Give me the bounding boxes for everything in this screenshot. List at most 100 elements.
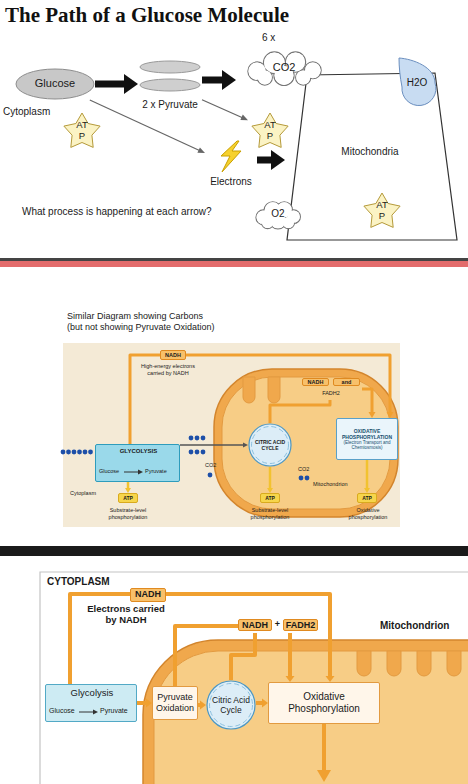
process-box: ATP bbox=[357, 493, 377, 503]
node-text: Citric Acid Cycle bbox=[209, 695, 253, 715]
process-box: GlycolysisGlucose Pyruvate bbox=[45, 684, 137, 722]
node-text: CITRIC ACID CYCLE bbox=[253, 439, 287, 451]
process-box: ATP bbox=[118, 493, 138, 503]
node-text: Pyruvate bbox=[100, 707, 136, 715]
node-text: NADH bbox=[238, 619, 272, 631]
node-text: Mitochondria bbox=[325, 146, 415, 158]
arrowhead bbox=[124, 74, 138, 94]
label: Similar Diagram showing Carbons (but not… bbox=[67, 311, 219, 333]
node-text: and bbox=[333, 378, 360, 386]
pyruvate-group: 2 x Pyruvate bbox=[138, 58, 202, 113]
node-text: Glycolysis bbox=[46, 688, 138, 699]
connector bbox=[257, 150, 285, 170]
process-box: Oxidative Phosphorylation bbox=[268, 682, 380, 724]
mitochondrion-outline: MitochondrionPyruvate Oxidation Citric Ac… bbox=[142, 618, 468, 784]
label: High-energy electrons carried by NADH bbox=[136, 363, 200, 376]
gas-cloud: O2 bbox=[252, 197, 304, 231]
connector-line bbox=[137, 701, 147, 705]
node-text: O2 bbox=[252, 208, 304, 220]
connector-line bbox=[202, 77, 223, 84]
node-text: OXIDATIVE PHOSPHORYLATION bbox=[338, 428, 396, 440]
node-text: 2 x Pyruvate bbox=[142, 99, 198, 111]
node-text: AT P bbox=[263, 119, 277, 142]
label: What process is happening at each arrow? bbox=[22, 206, 242, 218]
label: Cytoplasm bbox=[70, 490, 104, 497]
label: Substrate-level phosphorylation bbox=[98, 507, 158, 520]
node-text: (Electron Transport and Chemiosmosis) bbox=[338, 440, 396, 451]
process-box: OXIDATIVE PHOSPHORYLATION(Electron Trans… bbox=[336, 418, 398, 460]
connector bbox=[125, 482, 131, 493]
node-text: FADH2 bbox=[300, 390, 362, 396]
node-text: NADH bbox=[135, 589, 161, 600]
title: The Path of a Glucose Molecule bbox=[5, 3, 289, 28]
node-text: Glucose bbox=[99, 468, 125, 474]
glucose-ellipse: Glucose bbox=[15, 68, 95, 100]
cycle-circle: CITRIC ACID CYCLE bbox=[248, 423, 292, 467]
carrier-tags: NADH andFADH2 bbox=[300, 378, 362, 400]
separator bbox=[0, 546, 468, 556]
node-text: NADH bbox=[165, 352, 181, 359]
connector-line bbox=[95, 81, 125, 88]
connector-line bbox=[90, 100, 200, 151]
cycle-circle: Citric Acid Cycle bbox=[206, 680, 256, 730]
node-text: Oxidative Phosphorylation bbox=[270, 691, 378, 715]
process-box: ATP bbox=[260, 493, 280, 503]
node-text: + bbox=[273, 619, 282, 629]
node-text: GLYCOLYSIS bbox=[96, 448, 181, 455]
connector bbox=[95, 74, 138, 94]
arrowhead bbox=[222, 70, 236, 90]
label: Substrate-level phosphorylation bbox=[240, 507, 300, 520]
arrowhead bbox=[271, 150, 285, 170]
connector-line bbox=[366, 460, 369, 489]
node-text: ATP bbox=[123, 495, 133, 501]
label: CO2 bbox=[205, 462, 225, 469]
separator bbox=[0, 258, 468, 261]
node-text: Pyruvate Oxidation bbox=[154, 692, 196, 714]
node-text: Mitochondrion bbox=[380, 620, 466, 632]
gas-cloud-shape bbox=[236, 30, 332, 88]
arrowhead bbox=[240, 115, 248, 121]
panel-ground bbox=[63, 343, 400, 527]
gas-cloud: 6 x CO2 bbox=[236, 30, 332, 88]
node-text: ATP bbox=[265, 495, 275, 501]
node-text: NADH bbox=[302, 378, 329, 386]
connector-line bbox=[257, 157, 272, 164]
connector-line bbox=[202, 100, 243, 118]
connector-line bbox=[269, 467, 272, 489]
atp-star: AT P bbox=[248, 110, 292, 150]
node-text: AT P bbox=[375, 199, 389, 222]
node-text: Glucose bbox=[35, 77, 75, 90]
process-box: Pyruvate Oxidation bbox=[152, 686, 198, 720]
connector-line bbox=[127, 482, 130, 489]
node-text: H2O bbox=[397, 77, 437, 89]
node-text: Glucose bbox=[49, 707, 79, 715]
water-drop: H2O bbox=[395, 55, 439, 103]
label: Cytoplasm bbox=[3, 106, 63, 118]
arrowhead bbox=[197, 147, 205, 153]
process-box: NADH bbox=[160, 350, 186, 360]
label: Oxidative phosphorylation bbox=[342, 507, 394, 520]
connector-line bbox=[256, 701, 263, 705]
node-text: Pyruvate bbox=[145, 468, 179, 474]
node-text: 6 x bbox=[262, 32, 292, 44]
carrier-tags: NADH+FADH2 bbox=[238, 619, 318, 633]
label: CYTOPLASM bbox=[47, 576, 137, 588]
process-box: GLYCOLYSIS Glucose Pyruvate bbox=[95, 444, 180, 482]
node-text: Electrons bbox=[210, 176, 252, 188]
node-text: Mitochondrion bbox=[313, 481, 363, 487]
connector bbox=[202, 100, 248, 121]
node-text: CO2 bbox=[236, 61, 332, 74]
node-text: AT P bbox=[75, 119, 89, 142]
electron-bolt: Electrons bbox=[205, 140, 257, 190]
separator bbox=[0, 261, 468, 267]
atp-star: AT P bbox=[360, 190, 404, 230]
connector bbox=[90, 100, 205, 153]
atp-star: AT P bbox=[60, 110, 104, 150]
process-box: NADH bbox=[130, 588, 166, 602]
connector bbox=[202, 70, 236, 90]
label: Electrons carried by NADH bbox=[86, 603, 166, 626]
mitochondrion-outline: Mitochondrion CITRIC ACID CYCLE NADH andFAD… bbox=[213, 368, 399, 518]
connector-line bbox=[288, 633, 292, 677]
label: CO2 bbox=[298, 466, 318, 473]
